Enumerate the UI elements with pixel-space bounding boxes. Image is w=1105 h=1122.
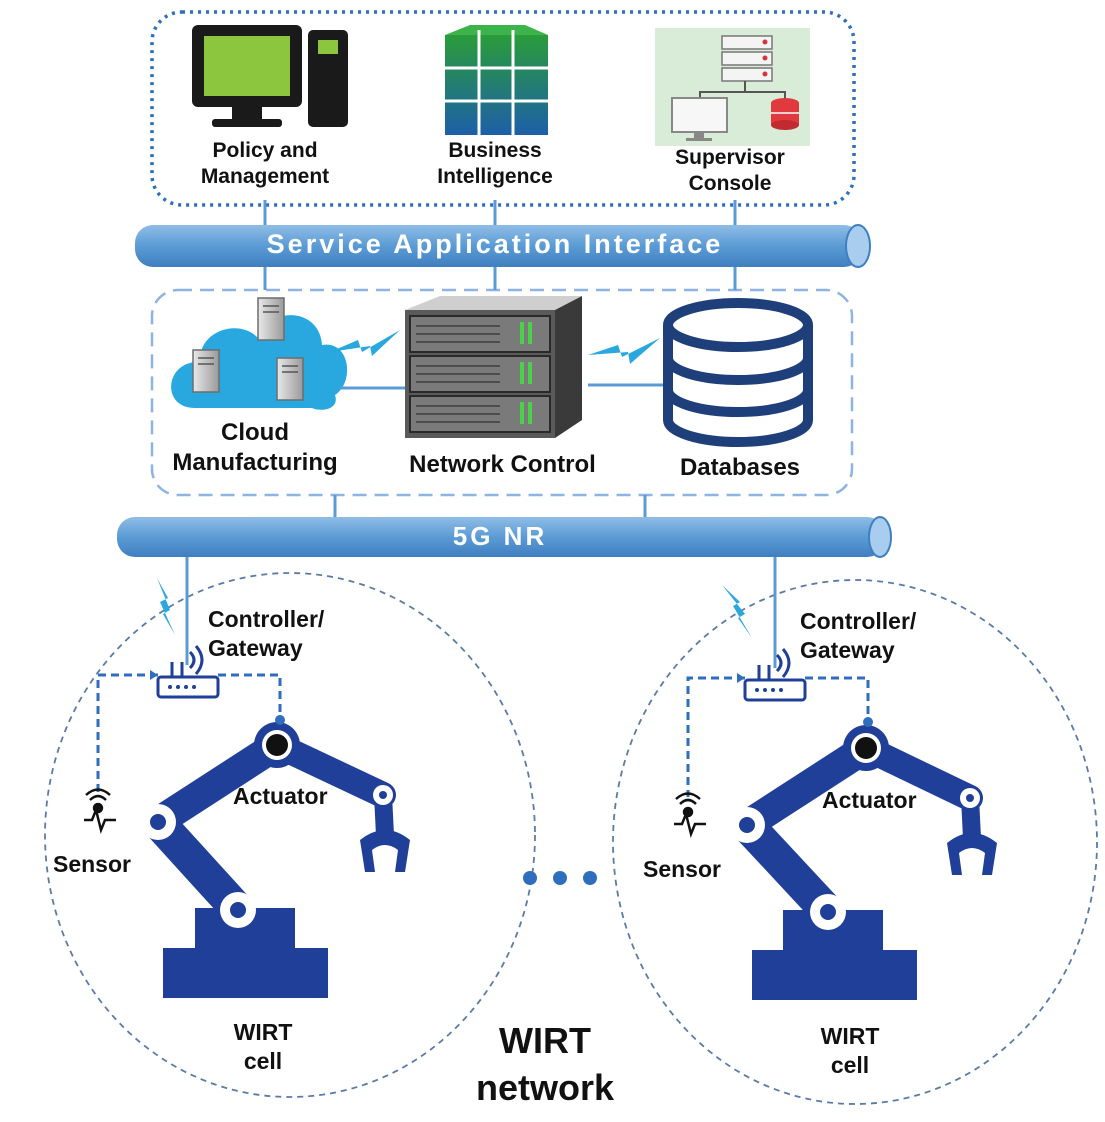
policy-label-line2: Management: [200, 165, 330, 189]
controller-label-line2: Gateway: [800, 636, 895, 663]
app-connectors: [263, 200, 737, 225]
cell-label-line1: WIRT: [820, 1023, 880, 1049]
cell-label-line1: WIRT: [233, 1019, 293, 1045]
policy-label-line1: Policy and: [212, 139, 318, 162]
databases-label: Databases: [679, 454, 801, 481]
lightning-icon: [330, 330, 660, 364]
cloud-label-line1: Cloud: [221, 419, 289, 446]
wirt-cell-left-boundary: [44, 572, 536, 1098]
cloud-manufacturing-label: Cloud Manufacturing: [155, 418, 355, 478]
actuator-label-right: Actuator: [822, 787, 917, 813]
sensor-icon: [84, 788, 116, 835]
network-label-line1: WIRT: [499, 1020, 591, 1061]
actuator-label-left: Actuator: [233, 783, 328, 809]
cell-label-line2: cell: [243, 1047, 283, 1074]
server-rack-icon: [405, 296, 582, 438]
more-cells-dots: [523, 871, 597, 885]
wirt-cell-label-right: WIRT cell: [800, 1022, 900, 1080]
cloud-icon: [171, 297, 348, 410]
cloud-label-line2: Manufacturing: [172, 449, 338, 476]
sensor-label-right: Sensor: [643, 856, 721, 882]
database-icon: [663, 298, 813, 447]
monitor-icon: [192, 25, 348, 127]
supervisor-console-label: Supervisor Console: [645, 145, 815, 198]
wirt-network-label: WIRT network: [445, 1018, 645, 1112]
service-application-interface-label: Service Application Interface: [266, 229, 724, 259]
cell-label-line2: cell: [830, 1051, 870, 1078]
supervisor-console-icon: [655, 28, 810, 146]
robot-arm-icon: [729, 717, 997, 1000]
controller-gateway-label-left: Controller/ Gateway: [208, 605, 358, 663]
business-label-line2: Intelligence: [437, 165, 553, 189]
supervisor-label-line1: Supervisor: [675, 146, 785, 169]
robot-arm-icon: [140, 715, 410, 998]
policy-management-label: Policy and Management: [180, 138, 350, 191]
sensor-icon: [674, 792, 706, 839]
business-intelligence-label: Business Intelligence: [410, 138, 580, 191]
wirt-cell-label-left: WIRT cell: [213, 1018, 313, 1076]
sensor-label-left: Sensor: [53, 851, 131, 877]
control-connectors-top: [263, 267, 737, 290]
network-control-label: Network Control: [409, 451, 596, 478]
network-label-line2: network: [475, 1066, 615, 1108]
wirt-cell-right-devices: [674, 648, 997, 1000]
wirt-cell-left-devices: [84, 645, 410, 998]
wirt-cell-right-boundary: [612, 579, 1098, 1105]
controller-label-line1: Controller/: [208, 606, 325, 632]
lightning-icon: [722, 585, 752, 638]
service-application-interface-pipe: [135, 224, 871, 268]
business-label-line1: Business: [448, 139, 542, 162]
5g-nr-pipe: [117, 516, 892, 558]
control-connectors-bottom: [333, 495, 647, 517]
lightning-icon: [157, 578, 175, 635]
controller-label-line1: Controller/: [800, 608, 917, 634]
controller-label-line2: Gateway: [208, 634, 303, 661]
cube-grid-icon: [445, 25, 548, 135]
supervisor-label-line2: Console: [688, 172, 772, 196]
5g-nr-label: 5G NR: [452, 521, 548, 551]
application-layer-frame: [150, 10, 856, 207]
controller-gateway-label-right: Controller/ Gateway: [800, 607, 950, 665]
